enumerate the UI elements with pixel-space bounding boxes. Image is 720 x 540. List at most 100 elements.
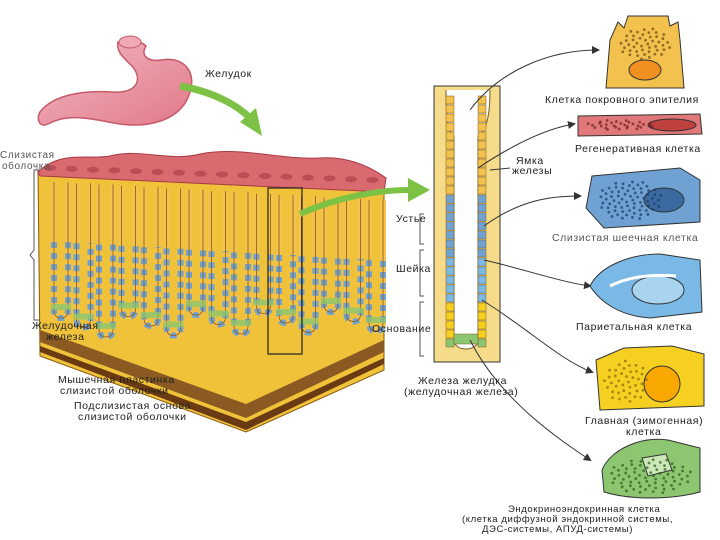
surface-epithelial-cell — [605, 15, 685, 89]
surface-pit — [216, 171, 228, 178]
gland-cell-left — [445, 122, 455, 132]
surface-pit — [173, 169, 185, 176]
block-gland — [321, 197, 341, 316]
neck-label: Шейка — [396, 263, 431, 275]
block-gland — [96, 184, 116, 341]
surface-pit — [345, 176, 357, 183]
surface-pit — [302, 174, 314, 181]
surface-pit — [259, 173, 271, 179]
block-gland — [253, 193, 274, 317]
gland-cell-right — [477, 284, 487, 294]
gland-cell-right — [477, 122, 487, 132]
gland-cell-left — [445, 302, 455, 312]
gland-cell-right — [477, 257, 487, 267]
gland-cell-right — [477, 176, 487, 186]
gland-cell-right — [477, 194, 487, 204]
gland-cell-right — [477, 185, 487, 195]
gland-cell-right — [477, 248, 487, 258]
stomach-to-block-arrow — [179, 82, 262, 136]
gland-cell-left — [445, 338, 455, 348]
neck-bracket — [419, 249, 424, 297]
gland-cell-left — [445, 113, 455, 123]
block-gland — [276, 195, 296, 327]
gland-cell-left — [445, 140, 455, 150]
gland-cell-left — [445, 158, 455, 168]
gland-cell-left — [445, 320, 455, 330]
cell-label-chief-line2: клетка — [626, 426, 662, 438]
cell-label-parietal: Париетальная клетка — [576, 321, 693, 333]
regenerative-cell — [577, 113, 703, 137]
gland-cell-right — [477, 329, 487, 339]
cell-label-enteroendocrine-line2: (клетка диффузной эндокринной системы, — [462, 514, 674, 525]
gland-cell-right — [477, 266, 487, 276]
gland-cell-left — [445, 248, 455, 258]
block-gland — [366, 200, 386, 335]
gland-cell-right — [477, 131, 487, 141]
gland-cell-right — [477, 95, 487, 105]
surface-pit — [194, 170, 207, 177]
stomach-label: Желудок — [205, 68, 252, 80]
pit-pointer — [489, 167, 511, 171]
gland-cell-left — [445, 257, 455, 267]
block-gland — [118, 185, 139, 320]
gland-cell-right — [477, 230, 487, 240]
surface-pit — [65, 165, 78, 172]
cell-label-enteroendocrine-line3: ДЭС-системы, АПУД-системы) — [482, 524, 633, 535]
chief-cell — [595, 345, 705, 411]
gland-cell-left — [445, 176, 455, 186]
gland-cell-left — [445, 230, 455, 240]
muscularis-mucosae-label-line1: Мышечная пластинка — [58, 374, 175, 386]
cell-label-regenerative: Регенеративная клетка — [575, 143, 701, 155]
block-gland — [208, 191, 229, 328]
magnified-region-box — [267, 187, 303, 355]
gland-cell-left — [445, 149, 455, 159]
pit-label-line2: железы — [512, 165, 553, 177]
base-label: Основание — [372, 323, 432, 335]
gland-cell-left — [445, 212, 455, 222]
gastric-gland-label-line2: железа — [46, 331, 85, 343]
gland-cell-right — [477, 104, 487, 114]
surface-pit — [130, 168, 142, 175]
cell-leader-lines — [469, 46, 600, 462]
cell-label-chief-line1: Главная (зимогенная) — [585, 415, 704, 427]
gland-cell-right — [477, 302, 487, 312]
gland-cell-left — [445, 239, 455, 249]
gland-cell-left — [445, 311, 455, 321]
gland-cell-left — [445, 95, 455, 105]
mucosa-label-line2: оболочка — [2, 161, 51, 172]
gland-cell-right — [477, 311, 487, 321]
mucosa-label-line1: Слизистая — [0, 150, 55, 161]
gland-cell-left — [445, 185, 455, 195]
gland-cell-right — [477, 149, 487, 159]
base-bracket — [419, 301, 424, 357]
parietal-cell — [589, 253, 703, 319]
gland-cell-right — [477, 239, 487, 249]
block-gland — [163, 188, 184, 339]
surface-pit — [280, 173, 293, 180]
magnified-gland — [433, 85, 501, 363]
gland-base-cells — [453, 333, 479, 345]
gland-cell-left — [445, 329, 455, 339]
gland-cell-left — [445, 266, 455, 276]
cell-label-enteroendocrine-line1: Эндокриноэндокринная клетка — [508, 504, 661, 515]
muscularis-mucosae-label-line2: слизистой оболочки — [60, 385, 169, 397]
gland-cell-left — [445, 167, 455, 177]
cell-label-surface-epithelial: Клетка покровного эпителия — [545, 94, 699, 106]
block-to-gland-arrow — [298, 178, 430, 217]
block-gland — [186, 189, 206, 319]
surface-pit — [44, 165, 56, 171]
isthmus-bracket — [419, 213, 424, 245]
surface-pit — [366, 177, 379, 183]
gland-cell-right — [477, 140, 487, 150]
submucosa-label-line2: слизистой оболочки — [78, 411, 187, 423]
gland-cell-right — [477, 203, 487, 213]
block-gland — [231, 192, 251, 338]
gland-cell-left — [445, 131, 455, 141]
gland-cell-right — [477, 338, 487, 348]
block-gland — [51, 182, 71, 322]
gland-cell-right — [477, 275, 487, 285]
surface-pit — [108, 167, 121, 174]
gland-cell-left — [445, 221, 455, 231]
surface-pit — [151, 169, 164, 175]
